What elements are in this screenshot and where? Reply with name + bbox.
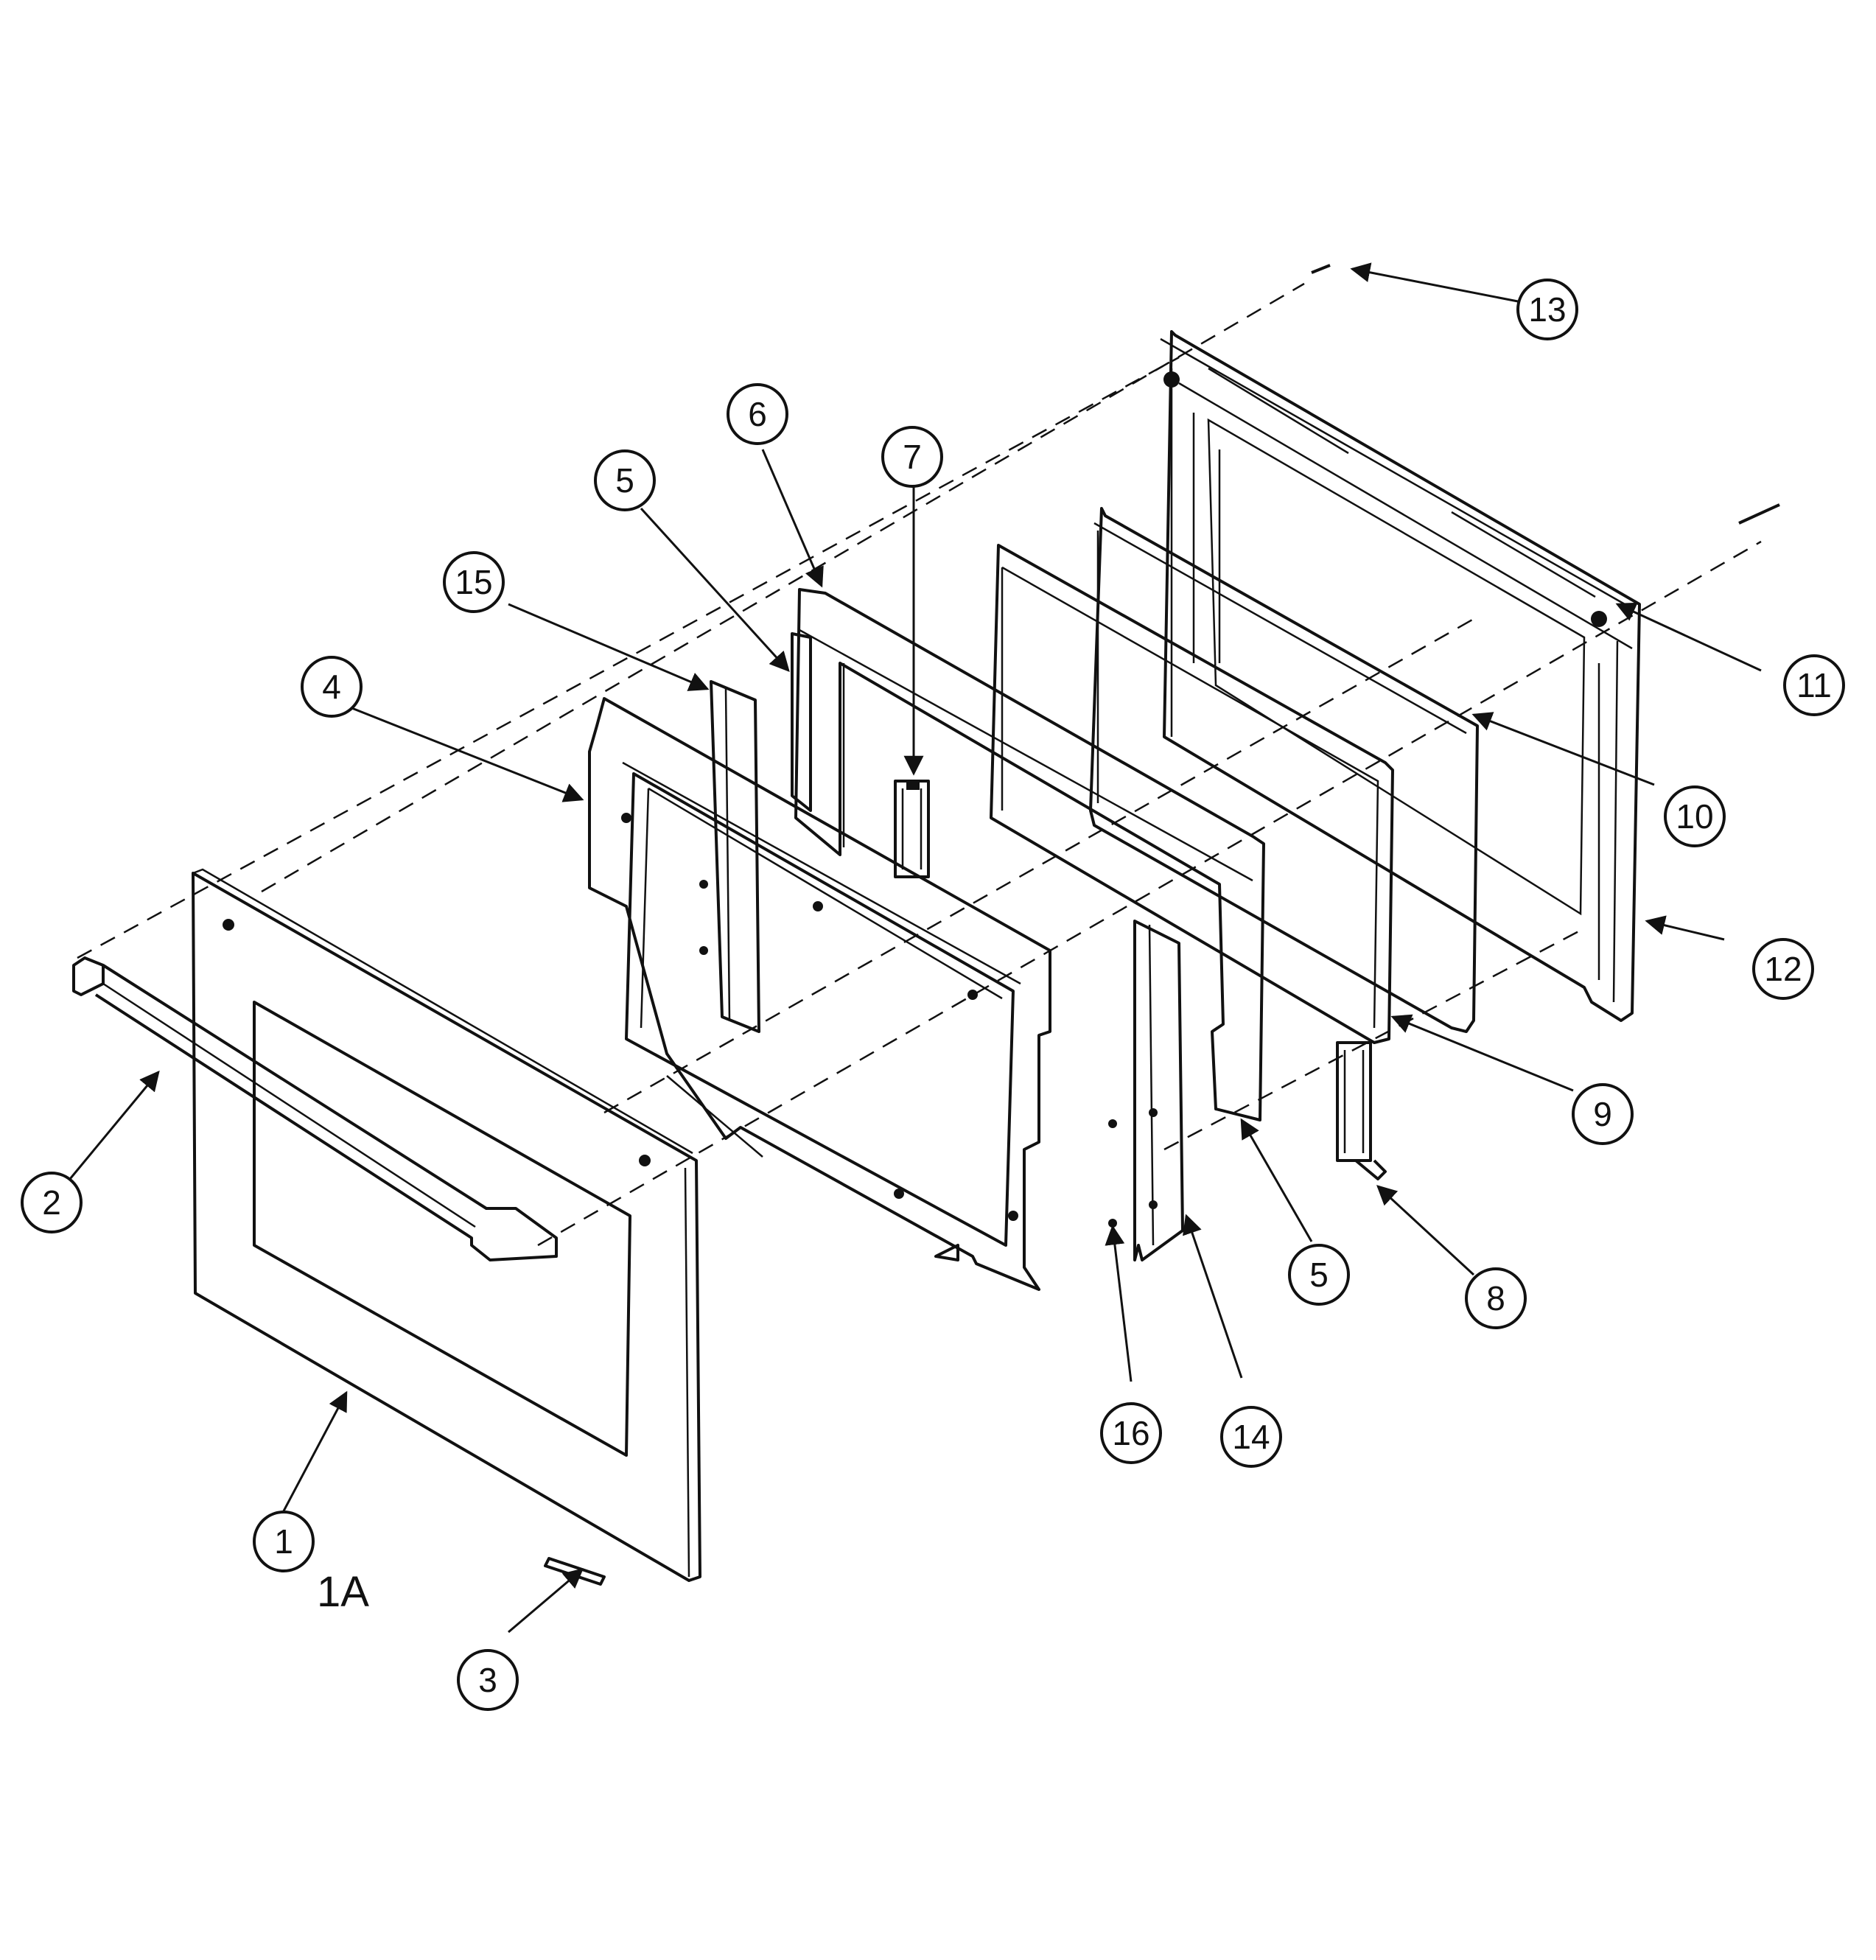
callout-number: 9	[1593, 1095, 1612, 1133]
hinge-upper-part	[894, 780, 930, 878]
wire-rack-part	[1089, 507, 1479, 1033]
callout-number: 10	[1676, 797, 1713, 836]
leader-lines	[69, 262, 1762, 1634]
callout-10: 10	[1664, 785, 1726, 847]
callout-1: 1	[253, 1511, 315, 1572]
callout-6: 6	[727, 383, 788, 445]
callout-number: 7	[903, 438, 922, 476]
variant-label: 1A	[317, 1568, 369, 1616]
callout-9: 9	[1572, 1083, 1634, 1145]
clip-part	[544, 1557, 606, 1586]
left-channel-part	[699, 680, 760, 1033]
callout-8: 8	[1465, 1267, 1527, 1329]
alignment-lines	[77, 282, 1762, 1247]
callout-number: 5	[615, 461, 634, 500]
callout-number: 3	[478, 1661, 497, 1699]
callout-5-lower: 5	[1288, 1244, 1350, 1306]
callout-2: 2	[21, 1172, 83, 1233]
callout-number: 13	[1528, 290, 1566, 329]
callout-3: 3	[457, 1649, 519, 1711]
back-frame-part	[1160, 330, 1641, 1022]
callout-number: 6	[748, 395, 767, 433]
hinge-lower-part	[1336, 1041, 1387, 1180]
callout-11: 11	[1783, 654, 1845, 716]
callout-number: 11	[1796, 666, 1832, 704]
callout-15: 15	[443, 551, 505, 613]
callout-number: 16	[1112, 1414, 1149, 1452]
glass-panel-part	[990, 544, 1394, 1044]
callout-number: 5	[1309, 1256, 1329, 1294]
callout-12: 12	[1752, 938, 1814, 1000]
screws	[934, 264, 1780, 1261]
callout-number: 2	[42, 1183, 61, 1222]
callout-4: 4	[301, 656, 363, 718]
callout-14: 14	[1220, 1406, 1282, 1468]
callout-number: 4	[322, 668, 341, 706]
callout-7: 7	[881, 426, 943, 488]
callout-number: 8	[1486, 1279, 1505, 1317]
callout-number: 1	[274, 1522, 293, 1561]
callout-number: 15	[455, 563, 492, 601]
door-handle-part	[72, 956, 558, 1261]
callout-number: 14	[1232, 1418, 1270, 1456]
callout-number: 12	[1764, 950, 1802, 988]
callout-5-upper: 5	[594, 449, 656, 511]
outer-door-panel-part	[192, 868, 701, 1582]
inner-door-panel-part	[588, 697, 1051, 1291]
right-channel-part	[1133, 920, 1184, 1261]
middle-frame-part	[794, 588, 1265, 1121]
callout-16: 16	[1100, 1402, 1162, 1464]
callout-13: 13	[1516, 279, 1578, 340]
side-strip-upper-part	[791, 632, 812, 812]
